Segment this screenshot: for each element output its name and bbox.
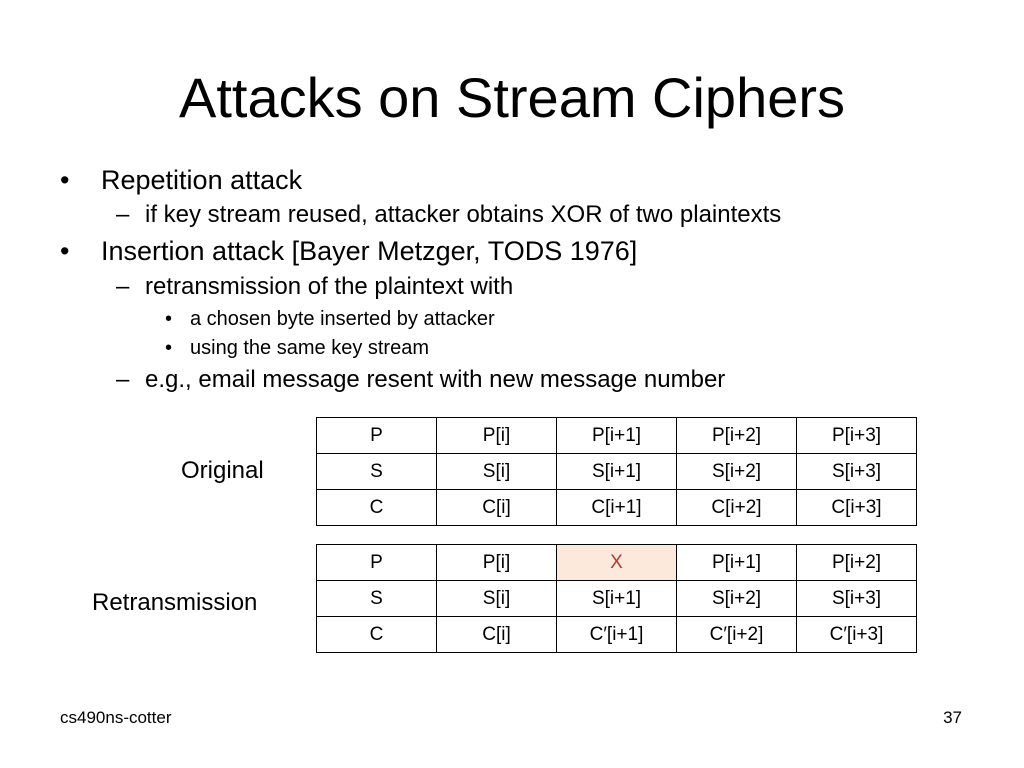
table-cell: P [316,544,437,581]
table-cell: S[i] [436,453,557,490]
table-cell: C [316,489,437,526]
table-row: C C[i] C[i+1] C[i+2] C[i+3] [316,489,917,526]
table-cell: S[i] [436,580,557,617]
table-cell: P[i+3] [796,417,917,454]
dash-marker: – [116,273,130,300]
dash-marker: – [116,366,130,393]
bullet-marker: • [60,165,70,195]
sub-sub-bullet-chosen-byte: a chosen byte inserted by attacker [190,308,495,330]
table-row: P P[i] P[i+1] P[i+2] P[i+3] [316,417,917,454]
table-cell: S[i+1] [556,580,677,617]
bullet-insertion-attack: Insertion attack [Bayer Metzger, TODS 19… [101,236,638,266]
table-cell: C′[i+3] [796,616,917,653]
table-cell: S[i+3] [796,580,917,617]
table-cell: C[i+2] [676,489,797,526]
bullet-marker: • [60,236,70,266]
table-cell: P [316,417,437,454]
retransmission-table: P P[i] X P[i+1] P[i+2] S S[i] S[i+1] S[i… [316,544,917,653]
table-cell: C′[i+1] [556,616,677,653]
sub-bullet-key-reuse: if key stream reused, attacker obtains X… [145,201,782,228]
retransmission-label: Retransmission [92,589,258,616]
table-cell: S[i+3] [796,453,917,490]
original-label: Original [181,457,264,484]
table-cell: C[i] [436,489,557,526]
table-cell: P[i+2] [676,417,797,454]
table-cell: S[i+2] [676,453,797,490]
table-cell: S [316,580,437,617]
table-cell: C[i+1] [556,489,677,526]
footer-course-name: cs490ns-cotter [60,708,172,727]
table-cell: S[i+1] [556,453,677,490]
sub-sub-bullet-same-key-stream: using the same key stream [190,337,429,359]
dash-marker: – [116,201,130,228]
table-cell: P[i] [436,544,557,581]
table-row: C C[i] C′[i+1] C′[i+2] C′[i+3] [316,616,917,653]
bullet-repetition-attack: Repetition attack [101,165,303,195]
table-cell: P[i+1] [676,544,797,581]
table-cell: C[i] [436,616,557,653]
slide-number: 37 [943,708,962,727]
table-cell: C[i+3] [796,489,917,526]
table-cell: C [316,616,437,653]
slide-title: Attacks on Stream Ciphers [178,66,846,129]
table-row: S S[i] S[i+1] S[i+2] S[i+3] [316,453,917,490]
table-cell: S [316,453,437,490]
table-cell: C′[i+2] [676,616,797,653]
small-bullet-marker: • [165,308,173,330]
inserted-byte-cell: X [556,544,677,581]
table-row: S S[i] S[i+1] S[i+2] S[i+3] [316,580,917,617]
table-cell: S[i+2] [676,580,797,617]
table-cell: P[i+1] [556,417,677,454]
table-cell: P[i+2] [796,544,917,581]
original-table: P P[i] P[i+1] P[i+2] P[i+3] S S[i] S[i+1… [316,417,917,526]
sub-bullet-retransmission: retransmission of the plaintext with [145,273,514,300]
sub-bullet-email-example: e.g., email message resent with new mess… [145,366,726,393]
small-bullet-marker: • [165,337,173,359]
table-row: P P[i] X P[i+1] P[i+2] [316,544,917,581]
table-cell: P[i] [436,417,557,454]
